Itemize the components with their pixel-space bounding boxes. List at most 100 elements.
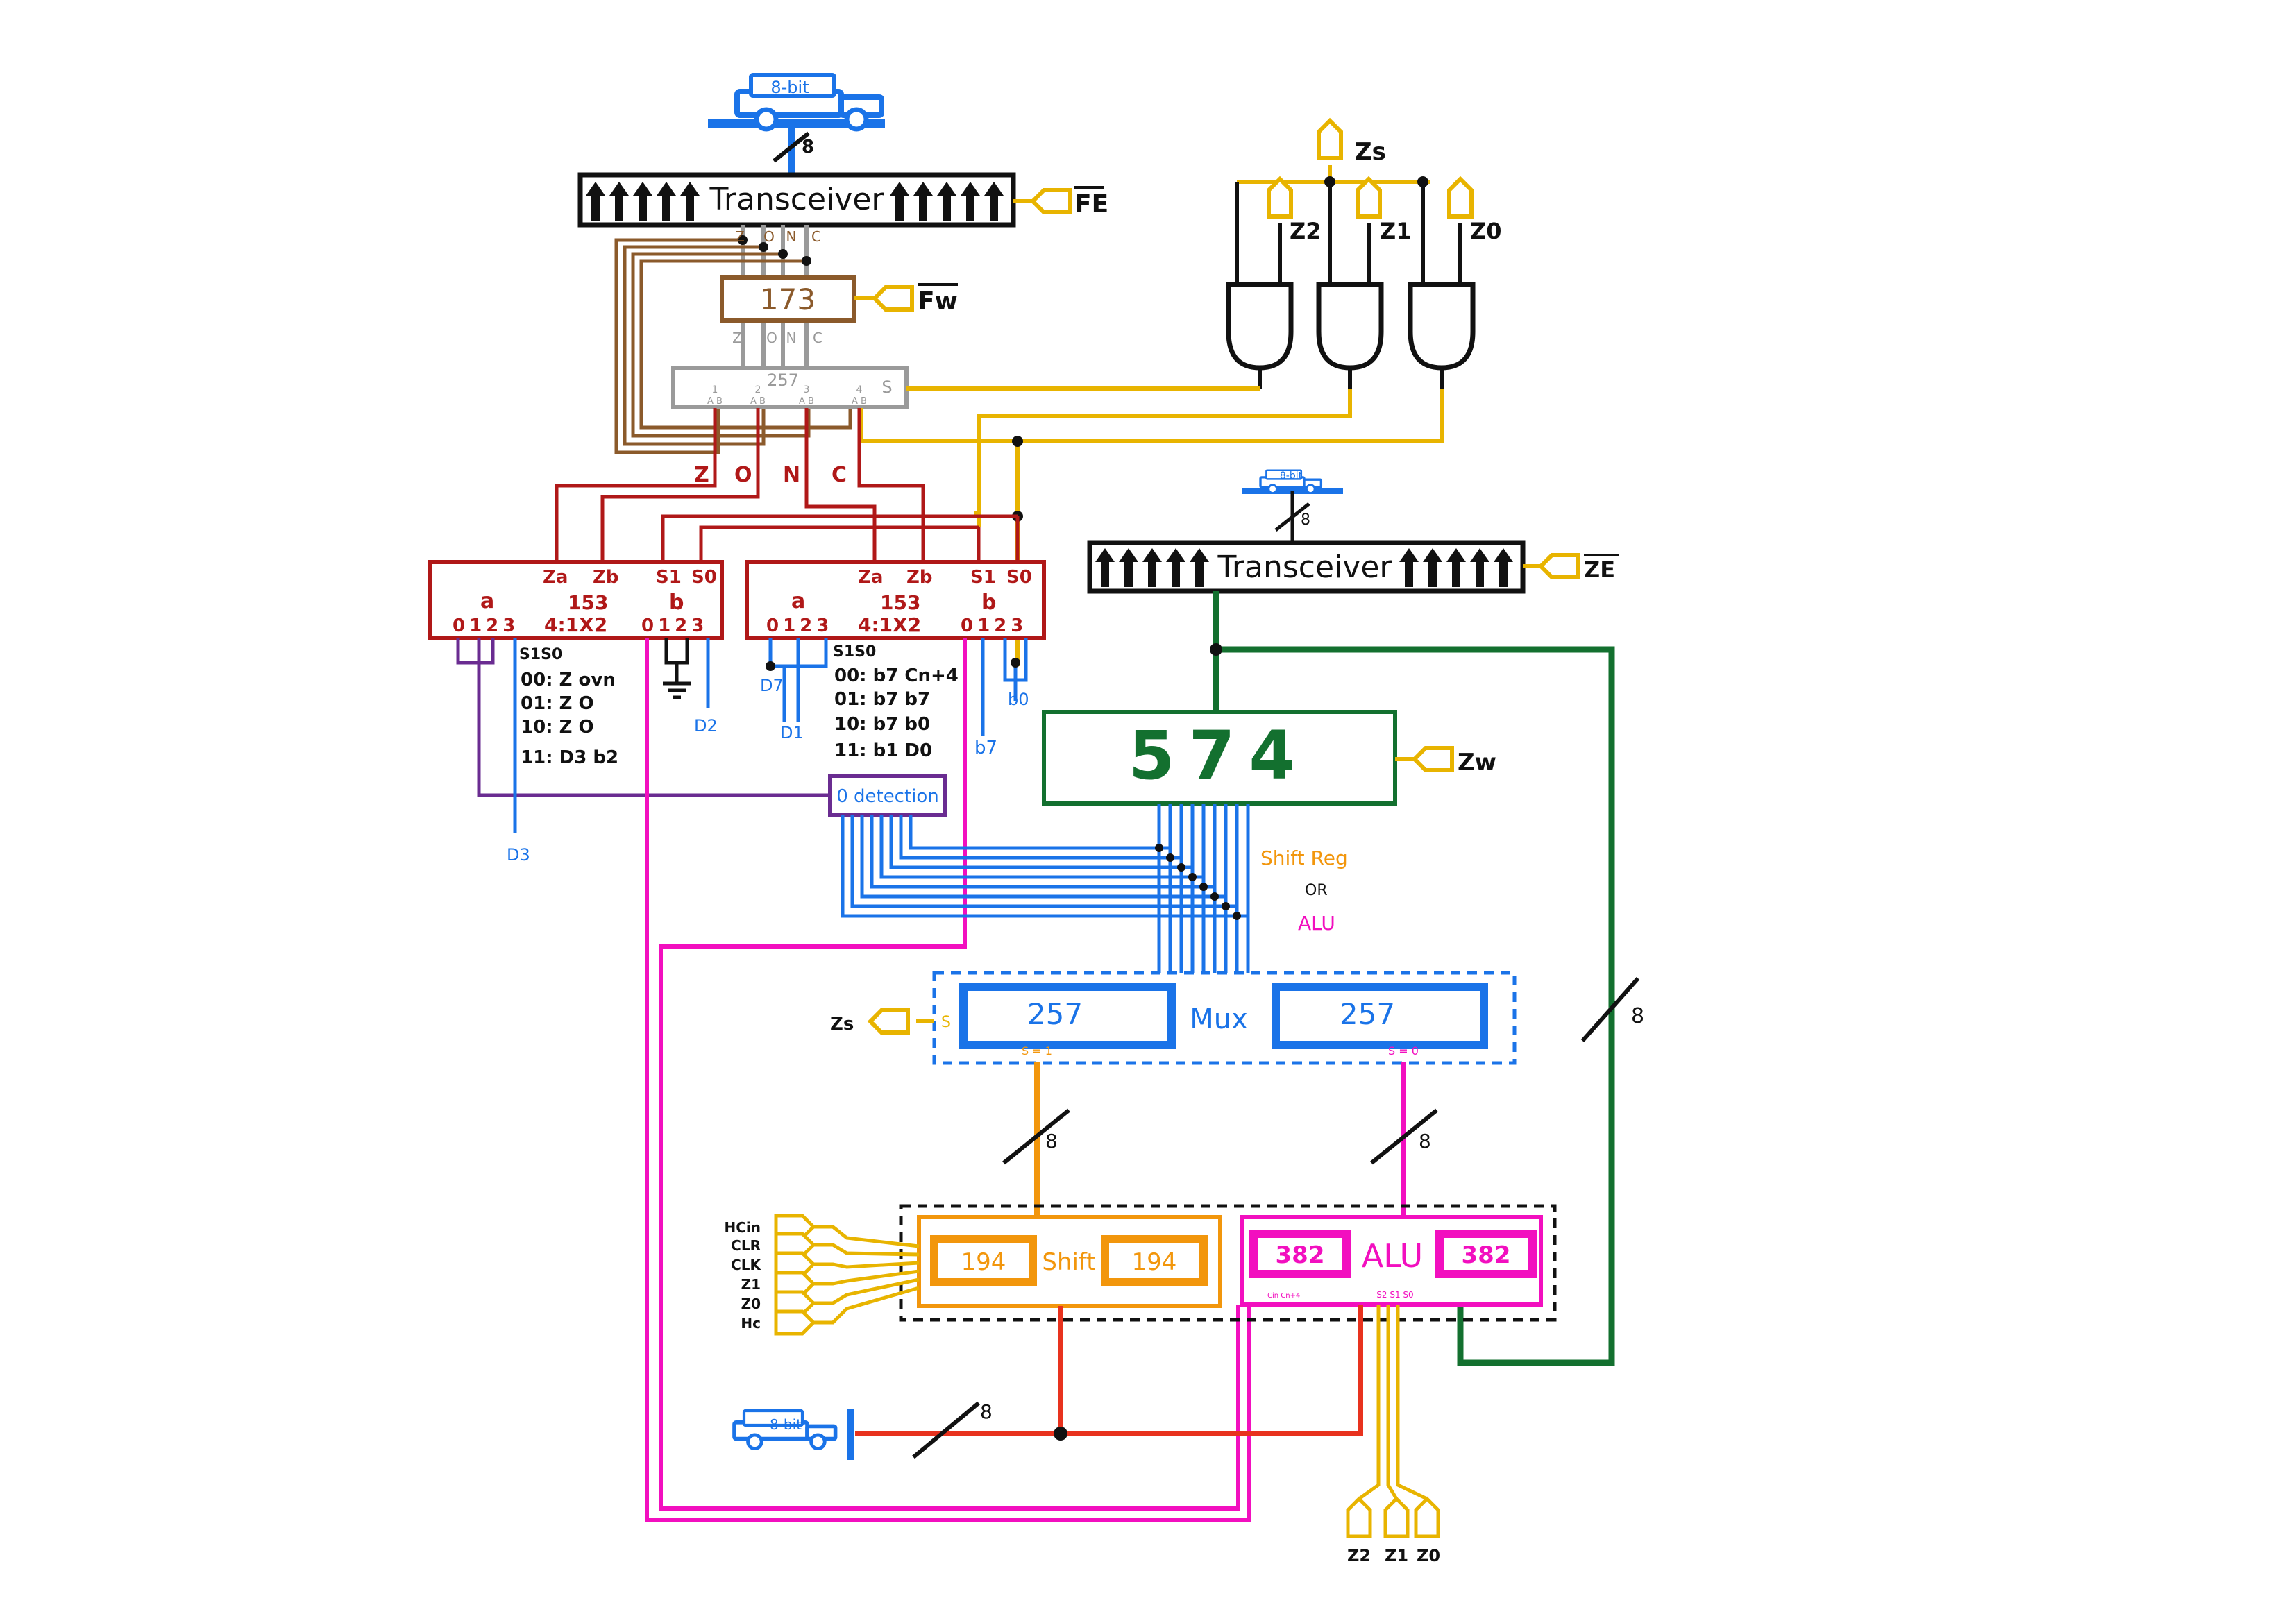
svg-text:Z0: Z0	[1417, 1546, 1440, 1565]
zw-signal-label: Zw	[1458, 749, 1496, 776]
d7-label: D7	[760, 676, 784, 695]
svg-text:8: 8	[1045, 1130, 1058, 1153]
output-bus: 8 8-bit	[734, 1305, 1363, 1460]
svg-text:Z: Z	[732, 330, 742, 346]
mux153-left-table: S1S0 00: Z ovn 01: Z O 10: Z O 11: D3 b2	[519, 646, 618, 768]
svg-text:Shift Reg: Shift Reg	[1260, 847, 1348, 869]
svg-text:S0: S0	[1006, 567, 1032, 588]
svg-text:Z1: Z1	[741, 1276, 761, 1293]
zs-label: Zs	[1355, 138, 1386, 166]
bus2: 8-bit 8	[1242, 469, 1343, 543]
mux-unit: 257 257 Mux S Zs S = 1 S = 0	[830, 971, 1517, 1065]
ze-pin-icon	[1541, 555, 1578, 577]
mux153-right-table: S1S0 00: b7 Cn+4 01: b7 b7 10: b7 b0 11:…	[833, 643, 959, 761]
mux153-left: Za Zb S1 S0 a 153 4:1X2 b 0123 0123	[428, 560, 724, 640]
svg-text:S = 1: S = 1	[1022, 1044, 1052, 1057]
svg-text:194: 194	[961, 1248, 1006, 1276]
svg-text:11: b1 D0: 11: b1 D0	[834, 740, 932, 761]
flag-mux-label: 257	[767, 371, 799, 390]
zero-detection-label: 0 detection	[836, 786, 939, 807]
svg-text:ALU: ALU	[1298, 912, 1335, 935]
svg-text:8: 8	[980, 1400, 993, 1423]
svg-text:N: N	[786, 330, 797, 346]
flags-register-173: 173 Z O N C Z O N C Fw	[720, 228, 958, 346]
zero-detect-bus	[841, 815, 1248, 918]
svg-text:Zb: Zb	[593, 567, 618, 588]
svg-text:4:1X2: 4:1X2	[858, 613, 921, 636]
register-574: 574 Zw	[1042, 710, 1496, 806]
register-574-label: 574	[1129, 717, 1309, 794]
svg-text:C: C	[813, 330, 822, 346]
svg-text:Za: Za	[858, 567, 883, 588]
b7-label: b7	[974, 738, 997, 758]
and-gate-z0: Z0	[1408, 179, 1501, 389]
svg-text:Z0: Z0	[1470, 218, 1501, 244]
mux153-right: Za Zb S1 S0 a 153 4:1X2 b 0123 0123	[745, 560, 1046, 640]
svg-text:4: 4	[856, 384, 863, 396]
bus-label: 8-bit	[770, 78, 809, 97]
svg-text:Zb: Zb	[906, 567, 932, 588]
svg-text:8-bit: 8-bit	[770, 1416, 802, 1433]
svg-text:S0: S0	[691, 567, 717, 588]
svg-text:O: O	[763, 228, 775, 245]
svg-text:153: 153	[568, 591, 608, 614]
mux-left-label: 257	[1027, 997, 1083, 1031]
bus-junctions	[1155, 844, 1241, 920]
svg-text:00: b7 Cn+4: 00: b7 Cn+4	[834, 665, 959, 686]
shift-inputs: HCin CLR CLK Z1 Z0 Hc	[724, 1216, 920, 1334]
svg-text:Z: Z	[735, 228, 745, 245]
flag-mux-257: 257 1 2 3 4 A B A B A B A B S	[671, 366, 909, 409]
transceiver-z-label: Transceiver	[1217, 550, 1393, 585]
z-select-tree: Zs	[1235, 121, 1430, 284]
svg-text:Z2: Z2	[1347, 1546, 1371, 1565]
svg-text:2: 2	[755, 384, 761, 396]
svg-text:10: Z O: 10: Z O	[521, 717, 594, 738]
svg-text:OR: OR	[1305, 882, 1328, 899]
svg-text:Hc: Hc	[741, 1315, 761, 1332]
svg-text:11: D3 b2: 11: D3 b2	[521, 747, 618, 768]
svg-text:N: N	[786, 228, 797, 245]
svg-text:b: b	[669, 590, 684, 615]
svg-text:0123: 0123	[766, 615, 833, 636]
flag-bus-red	[555, 408, 1020, 562]
transceiver-arrows-left	[586, 182, 700, 221]
flag-wires-brown	[614, 238, 852, 454]
shift-unit-label: Shift	[1042, 1248, 1095, 1276]
svg-text:3: 3	[804, 384, 810, 396]
svg-text:S1S0: S1S0	[519, 646, 562, 663]
svg-text:8-bit: 8-bit	[1280, 470, 1303, 482]
svg-text:00: Z ovn: 00: Z ovn	[521, 670, 616, 690]
shift-or-alu-note: Shift Reg OR ALU	[1260, 847, 1348, 935]
svg-text:0123: 0123	[641, 615, 708, 636]
svg-text:CLK: CLK	[731, 1257, 761, 1273]
svg-text:S2 S1 S0: S2 S1 S0	[1376, 1290, 1413, 1300]
svg-text:N: N	[783, 463, 800, 487]
b0-label: b0	[1008, 690, 1029, 709]
d2-label: D2	[694, 716, 718, 736]
transceiver-top: Transceiver FE	[577, 172, 1108, 228]
fe-pin-icon	[1033, 190, 1070, 212]
green-bus-width: 8	[1631, 1004, 1644, 1028]
alu-unit: 382 382 ALU S2 S1 S0 Cin Cn+4	[1240, 1215, 1543, 1307]
mux153-right-wires	[768, 638, 1028, 736]
svg-text:A B: A B	[707, 396, 723, 407]
transceiver-z: Transceiver ZE	[1087, 540, 1619, 594]
svg-text:HCin: HCin	[724, 1219, 761, 1236]
svg-text:Z: Z	[694, 463, 709, 487]
d1-label: D1	[780, 723, 804, 742]
transceiver-label: Transceiver	[709, 182, 885, 217]
svg-text:382: 382	[1276, 1241, 1325, 1269]
alu-select-inputs: Z2 Z1 Z0	[1347, 1305, 1440, 1565]
reg-out-bus	[1157, 804, 1250, 973]
flag-wire-dots	[738, 235, 811, 266]
mux-right-label: 257	[1340, 997, 1395, 1031]
svg-text:01: b7 b7: 01: b7 b7	[834, 689, 930, 710]
mux153-left-wires	[456, 638, 1251, 1522]
zs-pin-icon	[1319, 121, 1341, 158]
svg-text:C: C	[832, 463, 847, 487]
svg-text:CLR: CLR	[731, 1237, 761, 1254]
svg-text:194: 194	[1132, 1248, 1177, 1276]
zw-pin-icon	[1415, 748, 1452, 770]
and-gate-z1: Z1	[1316, 179, 1411, 389]
